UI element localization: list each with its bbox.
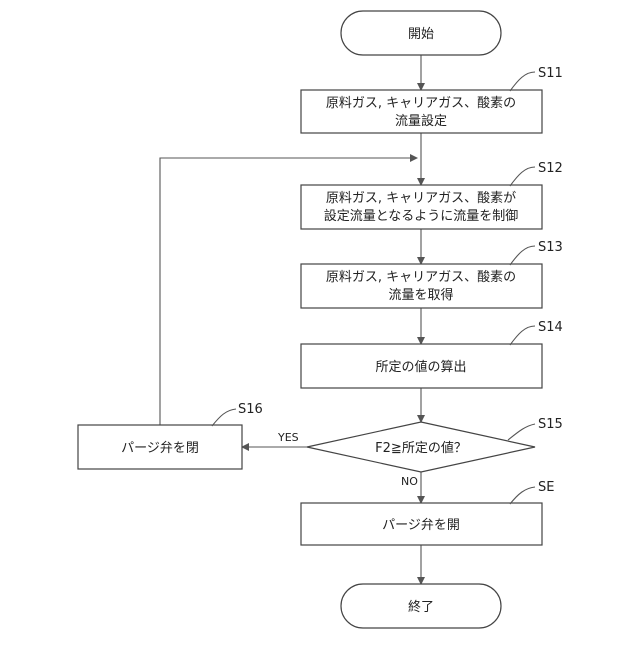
step-s13-tag: S13 bbox=[538, 240, 563, 255]
step-s13-leader bbox=[510, 246, 535, 265]
decision-s15-leader bbox=[508, 424, 535, 440]
decision-s15-tag: S15 bbox=[538, 417, 563, 432]
end-label: 終了 bbox=[408, 599, 434, 615]
edge-no-label: NO bbox=[401, 475, 418, 488]
step-s13-line1: 原料ガス, キャリアガス、酸素の bbox=[326, 270, 516, 285]
step-s11-leader bbox=[510, 72, 535, 91]
step-s14-leader bbox=[510, 326, 535, 345]
step-s12-line1: 原料ガス, キャリアガス、酸素が bbox=[326, 191, 516, 206]
step-s14-label: 所定の値の算出 bbox=[375, 359, 466, 375]
step-s14-tag: S14 bbox=[538, 320, 563, 335]
start-label: 開始 bbox=[408, 27, 434, 42]
step-s11-line2: 流量設定 bbox=[395, 113, 447, 129]
step-s13-line2: 流量を取得 bbox=[388, 287, 453, 303]
step-s12-leader bbox=[510, 167, 535, 186]
step-se-tag: SE bbox=[538, 480, 554, 495]
step-s12-line2: 設定流量となるように流量を制御 bbox=[324, 208, 519, 224]
step-s16-tag: S16 bbox=[238, 402, 263, 417]
decision-s15-label: F2≧所定の値？ bbox=[375, 440, 467, 456]
step-s11-line1: 原料ガス, キャリアガス、酸素の bbox=[326, 96, 516, 111]
step-s16-label: パージ弁を閉 bbox=[121, 441, 199, 456]
step-se-label: パージ弁を開 bbox=[382, 518, 460, 533]
step-s12-tag: S12 bbox=[538, 161, 563, 176]
edge-yes-label: YES bbox=[277, 431, 299, 444]
step-s16-leader bbox=[212, 409, 236, 426]
step-s11-tag: S11 bbox=[538, 66, 563, 81]
step-se-leader bbox=[510, 487, 535, 504]
